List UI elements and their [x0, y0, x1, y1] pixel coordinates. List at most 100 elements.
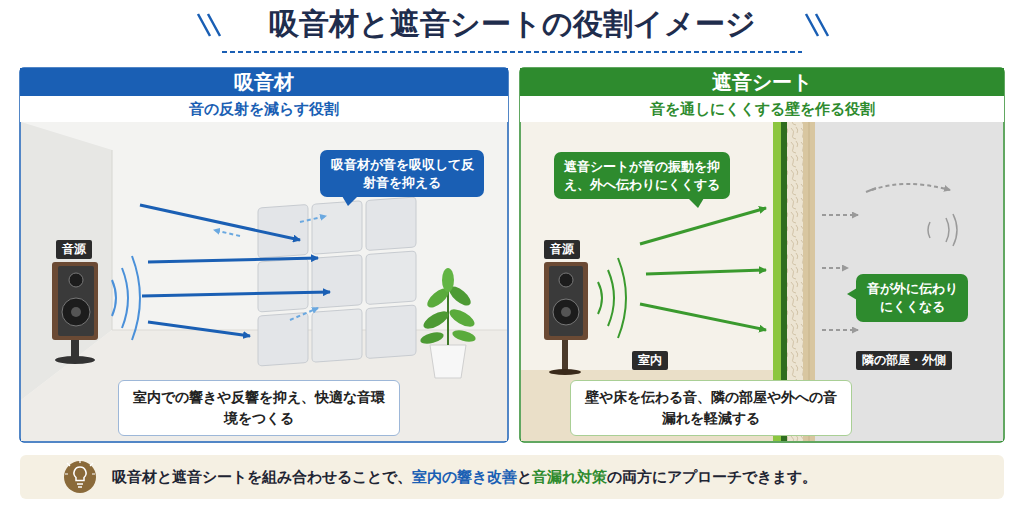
label-text: 音が外に伝わりにくくなる: [864, 280, 960, 316]
footer-band: [74, 467, 86, 481]
footer-band: [20, 455, 1004, 499]
insulation-scene: [646, 270, 766, 274]
footer-text: 音漏れ対策: [532, 468, 607, 486]
insulation-scene: [618, 258, 626, 338]
insulation-scene: [562, 338, 568, 372]
absorber-scene: [430, 345, 466, 378]
absorber-scene: [20, 68, 508, 442]
footer-band: [77, 483, 83, 485]
footer-band: [64, 461, 96, 493]
absorber-scene: [312, 201, 362, 254]
source-tag: 音源: [56, 240, 92, 259]
title-decoration: [806, 14, 828, 36]
absorber-scene: [132, 256, 140, 340]
absorber-scene: [419, 268, 477, 378]
absorber-scene: [58, 266, 94, 336]
insulation-scene: [598, 282, 602, 314]
absorber-panel: 吸音材音の反射を減らす役割吸音材が音を吸収して反射音を抑える音源室内での響きや反…: [20, 68, 508, 442]
footer-note: 吸音材と遮音シートを組み合わせることで、室内の響き改善と音漏れ対策の両方にアプロ…: [20, 455, 1004, 499]
absorber-scene: [366, 251, 416, 304]
room-tag: 室内: [632, 351, 668, 370]
footer-text: の両方にアプローチできます。: [607, 468, 817, 486]
absorber-scene: [451, 328, 477, 344]
insulation-panel: 遮音シート音を通しにくくする壁を作る役割遮音シートが音の振動を抑え、外へ伝わりに…: [520, 68, 1004, 442]
footer-band: [78, 486, 82, 488]
insulation-scene: [872, 184, 950, 190]
label-text: 壁や床を伝わる音、隣の部屋や外への音漏れを軽減する: [585, 387, 837, 429]
absorber-scene: [112, 150, 113, 330]
absorber-scene: [140, 205, 300, 240]
absorber-scene: [300, 216, 326, 222]
footer-band: [65, 460, 95, 474]
footer-text: 室内の響き改善: [412, 468, 517, 486]
insulation-scene: [544, 262, 588, 375]
footer-band: [20, 455, 1004, 499]
absorber-scene: [214, 230, 240, 236]
insulation-scene: [608, 270, 614, 326]
absorber-scene: [258, 259, 308, 312]
panel-header: 吸音材: [20, 68, 508, 96]
absorber-scene: [21, 122, 507, 441]
absorber-scene: [148, 322, 250, 336]
insulation-scene: [822, 267, 848, 269]
title: 吸音材と遮音シートの役割イメージ: [0, 4, 1024, 44]
label-text: 室内: [638, 353, 662, 368]
absorber-scene: [69, 273, 83, 287]
source-tag: 音源: [544, 240, 580, 259]
panel-subheader: 音を通しにくくする壁を作る役割: [520, 96, 1004, 122]
label-text: 音源: [550, 242, 574, 257]
absorber-scene: [52, 262, 98, 364]
absorber-scene: [366, 305, 416, 358]
label-text: 遮音シートが音の振動を抑え、外へ伝わりにくくする: [562, 158, 722, 193]
label-text: 吸音材が音を吸収して反射音を抑える: [328, 156, 476, 191]
absorber-scene: [71, 338, 79, 360]
absorber-scene: [142, 292, 330, 296]
insulation-scene: [549, 266, 583, 336]
label-text: 隣の部屋・外側: [862, 353, 946, 368]
absorber-scene: [442, 268, 454, 292]
label-text: 音源: [62, 242, 86, 257]
absorber-scene: [140, 205, 330, 336]
insulation-scene: [928, 214, 957, 246]
absorber-scene: [20, 68, 508, 442]
insulation-scene: [640, 304, 766, 330]
absorber-scene: [421, 308, 451, 332]
absorber-scene: [447, 306, 477, 330]
panel-header: 遮音シート: [520, 68, 1004, 96]
absorber-scene: [214, 216, 326, 320]
insulation-scene: [544, 262, 588, 340]
outside-tag: 隣の部屋・外側: [856, 351, 952, 370]
title-decoration: [198, 14, 220, 36]
absorber-scene: [258, 313, 308, 366]
title-decoration: [222, 51, 802, 53]
callout: 吸音材が音を吸収して反射音を抑える: [320, 150, 484, 197]
absorber-scene: [148, 258, 318, 262]
absorber-scene: [52, 262, 98, 340]
insulation-scene: [520, 68, 1004, 442]
absorber-scene: [71, 307, 81, 317]
insulation-scene: [559, 273, 573, 287]
footer-text: と: [517, 468, 532, 486]
absorber-scene: [62, 298, 90, 326]
absorber-scene: [312, 309, 362, 362]
insulation-scene: [928, 222, 930, 238]
absorber-scene: [112, 256, 140, 340]
absorber-scene: [122, 268, 128, 328]
insulation-scene: [866, 188, 876, 192]
insulation-scene: [640, 208, 766, 330]
insulation-scene: [553, 299, 579, 325]
insulation-scene: [822, 214, 858, 216]
absorber-scene: [258, 197, 416, 366]
insulation-scene: [822, 329, 858, 331]
absorber-scene: [112, 280, 116, 316]
insulation-scene: [946, 218, 949, 242]
label-text: 室内での響きや反響を抑え、快適な音環境をつくる: [133, 387, 385, 429]
absorber-scene: [419, 330, 445, 346]
panel-subheader: 音の反射を減らす役割: [20, 96, 508, 122]
callout: 音が外に伝わりにくくなる: [856, 274, 968, 322]
absorber-scene: [312, 255, 362, 308]
insulation-scene: [561, 307, 571, 317]
insulation-scene: [598, 258, 626, 338]
insulation-scene: [953, 214, 957, 246]
